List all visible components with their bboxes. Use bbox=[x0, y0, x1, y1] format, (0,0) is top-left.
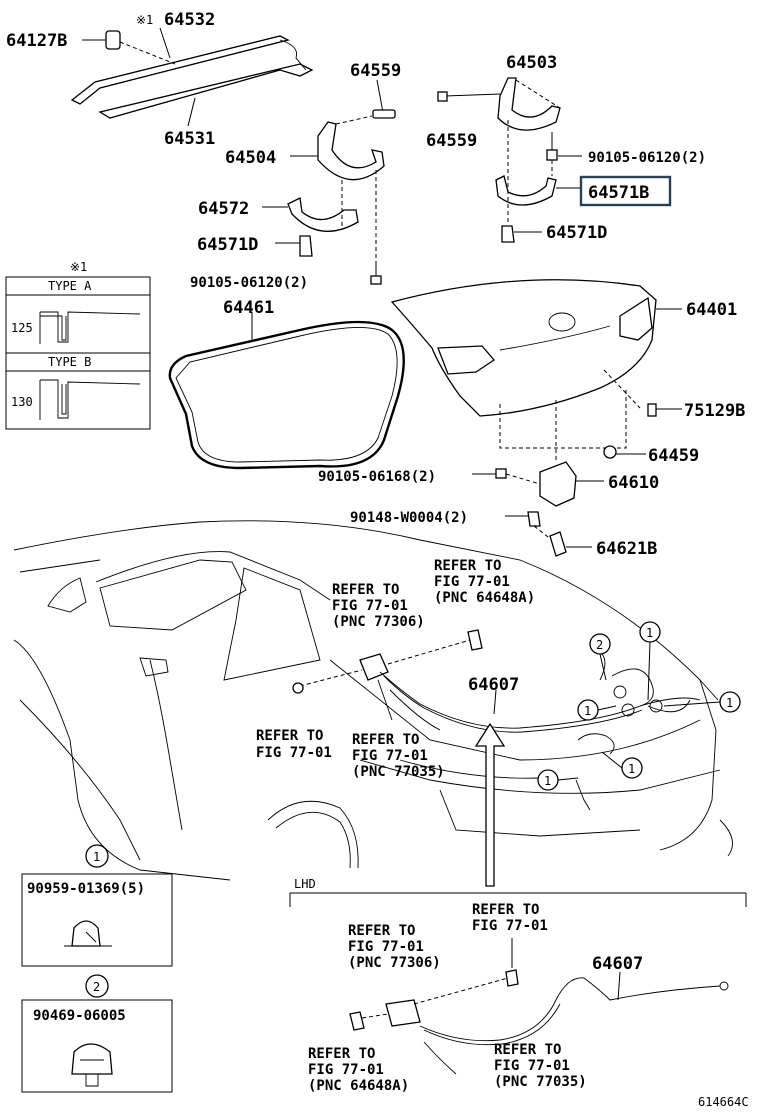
ref-body-line1: REFER TO bbox=[256, 728, 323, 744]
lhd-ref-64648A-line2: FIG 77-01 bbox=[308, 1062, 384, 1078]
callout-1-b: 1 bbox=[584, 704, 591, 718]
note-mark-top: ※1 bbox=[136, 13, 153, 27]
label-64559-left: 64559 bbox=[350, 61, 401, 81]
label-bolt-lock: 90105-06168(2) bbox=[318, 469, 436, 485]
lhd-ref-fig-line2: FIG 77-01 bbox=[472, 918, 548, 934]
vehicle-body bbox=[13, 520, 733, 881]
callout-1-e: 1 bbox=[544, 774, 551, 788]
type-a-label: TYPE A bbox=[48, 279, 92, 293]
callout-2: 2 bbox=[596, 638, 603, 652]
lhd-ref-77035-line2: FIG 77-01 bbox=[494, 1058, 570, 1074]
lhd-ref-77306-line2: FIG 77-01 bbox=[348, 939, 424, 955]
label-64610: 64610 bbox=[608, 473, 659, 493]
ref-64648A-line3: (PNC 64648A) bbox=[434, 590, 535, 606]
label-75129B: 75129B bbox=[684, 401, 745, 421]
lhd-ref-77035-line3: (PNC 77035) bbox=[494, 1074, 587, 1090]
wire-harness-64607-main bbox=[292, 629, 701, 811]
trunk-lid-64401 bbox=[390, 279, 682, 462]
label-64504: 64504 bbox=[225, 148, 276, 168]
ref-77306-line3: (PNC 77306) bbox=[332, 614, 425, 630]
label-bolt-right: 90105-06120(2) bbox=[588, 150, 706, 166]
label-64531: 64531 bbox=[164, 129, 215, 149]
label-64459: 64459 bbox=[648, 446, 699, 466]
ref-body-line2: FIG 77-01 bbox=[256, 745, 332, 761]
label-clip-2: 90469-06005 bbox=[33, 1008, 126, 1024]
lhd-ref-77306-line3: (PNC 77306) bbox=[348, 955, 441, 971]
stay-rod-assembly bbox=[70, 27, 314, 127]
lhd-ref-64648A-line1: REFER TO bbox=[308, 1046, 375, 1062]
ref-77035-line1: REFER TO bbox=[352, 732, 419, 748]
lhd-section bbox=[289, 892, 747, 1075]
lhd-ref-fig-line1: REFER TO bbox=[472, 902, 539, 918]
ref-77306-line2: FIG 77-01 bbox=[332, 598, 408, 614]
label-64621B: 64621B bbox=[596, 539, 657, 559]
ref-77306-line1: REFER TO bbox=[332, 582, 399, 598]
clip-inset-2-number: 2 bbox=[93, 980, 100, 994]
label-64461: 64461 bbox=[223, 298, 274, 318]
label-64401: 64401 bbox=[686, 300, 737, 320]
clip-inset-2 bbox=[21, 974, 173, 1093]
figure-id: 614664C bbox=[698, 1095, 749, 1109]
ref-77035-line2: FIG 77-01 bbox=[352, 748, 428, 764]
ref-64648A-line2: FIG 77-01 bbox=[434, 574, 510, 590]
left-hinge-assembly bbox=[262, 79, 396, 285]
label-64607-main: 64607 bbox=[468, 675, 519, 695]
lhd-ref-64648A-line3: (PNC 64648A) bbox=[308, 1078, 409, 1094]
label-64572: 64572 bbox=[198, 199, 249, 219]
lhd-ref-77035-line1: REFER TO bbox=[494, 1042, 561, 1058]
callout-1-d: 1 bbox=[628, 762, 635, 776]
callout-1-a: 1 bbox=[646, 626, 653, 640]
lhd-label: LHD bbox=[294, 877, 316, 891]
dim-125: 125 bbox=[11, 321, 33, 335]
highlight-box-64571B bbox=[579, 175, 672, 207]
callout-1-c: 1 bbox=[726, 696, 733, 710]
label-64571B: 64571B bbox=[588, 183, 649, 203]
label-64503: 64503 bbox=[506, 53, 557, 73]
label-64127B: 64127B bbox=[6, 31, 67, 51]
weatherstrip-64461 bbox=[168, 312, 405, 470]
note-mark: ※1 bbox=[70, 260, 87, 274]
right-hinge-assembly bbox=[437, 77, 582, 243]
dim-130: 130 bbox=[11, 395, 33, 409]
lock-assembly-64610 bbox=[472, 461, 604, 557]
clip-inset-1 bbox=[21, 844, 173, 967]
ref-64648A-line1: REFER TO bbox=[434, 558, 501, 574]
label-screw: 90148-W0004(2) bbox=[350, 510, 468, 526]
label-clip-1: 90959-01369(5) bbox=[27, 881, 145, 897]
label-64607-lhd: 64607 bbox=[592, 954, 643, 974]
callout-circles bbox=[537, 621, 741, 791]
label-bolt-left: 90105-06120(2) bbox=[190, 275, 308, 291]
type-b-label: TYPE B bbox=[48, 355, 91, 369]
lhd-arrow bbox=[474, 722, 506, 887]
ref-77035-line3: (PNC 77035) bbox=[352, 764, 445, 780]
label-64571D-right: 64571D bbox=[546, 223, 607, 243]
type-inset-box bbox=[5, 276, 151, 430]
label-64571D-left: 64571D bbox=[197, 235, 258, 255]
label-64559-right: 64559 bbox=[426, 131, 477, 151]
lhd-ref-77306-line1: REFER TO bbox=[348, 923, 415, 939]
label-64532: 64532 bbox=[164, 10, 215, 30]
clip-inset-1-number: 1 bbox=[93, 850, 100, 864]
